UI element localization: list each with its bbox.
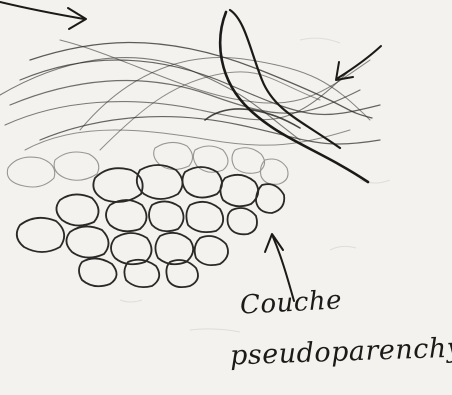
label-couche: Couche bbox=[239, 285, 342, 320]
cell bbox=[149, 201, 184, 231]
cell bbox=[111, 233, 152, 264]
cell bbox=[106, 200, 147, 231]
cell bbox=[232, 148, 265, 174]
filament bbox=[60, 40, 370, 103]
cell bbox=[79, 258, 117, 286]
paper-texture bbox=[120, 38, 390, 332]
cell bbox=[256, 184, 284, 213]
cell bbox=[56, 194, 98, 225]
cell bbox=[155, 233, 193, 264]
cell bbox=[186, 202, 223, 232]
arrow-right bbox=[336, 46, 381, 80]
filament-layer bbox=[0, 40, 380, 150]
arrow-top-left bbox=[0, 2, 86, 29]
cell bbox=[220, 175, 258, 206]
cell bbox=[182, 167, 222, 198]
cell bbox=[93, 168, 142, 202]
cell-layer bbox=[7, 142, 288, 287]
cell bbox=[195, 236, 228, 265]
filament bbox=[0, 58, 300, 140]
cell bbox=[137, 165, 183, 199]
cell bbox=[54, 152, 99, 180]
cell bbox=[66, 226, 108, 257]
filament bbox=[20, 60, 380, 115]
cell bbox=[7, 157, 54, 187]
cell bbox=[17, 218, 64, 252]
cell bbox=[228, 208, 258, 234]
